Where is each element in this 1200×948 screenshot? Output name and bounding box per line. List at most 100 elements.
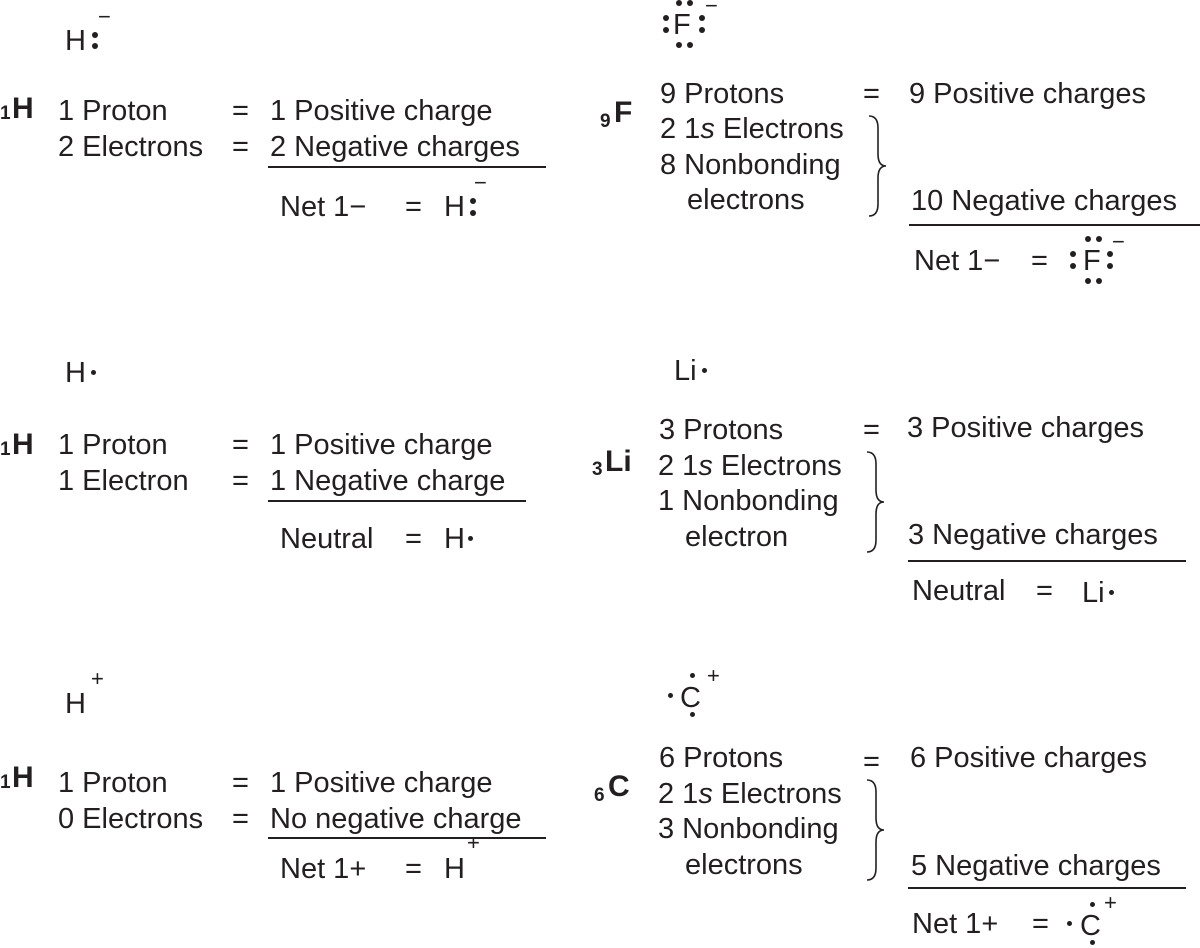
electron-dot <box>92 32 98 38</box>
electron-dot <box>663 27 669 33</box>
electron-dot <box>699 27 705 33</box>
positive-charge: 1 Positive charge <box>270 429 493 461</box>
electron-dot <box>676 42 682 48</box>
atomic-number: 3 <box>592 459 603 480</box>
equals-sign: = <box>405 191 422 223</box>
positive-charge: 3 Positive charges <box>907 412 1144 444</box>
equals-sign: = <box>863 78 880 110</box>
electron-dot <box>1070 251 1076 257</box>
result-symbol: Li <box>1082 577 1105 609</box>
electron-dot <box>470 198 476 204</box>
equals-sign: = <box>232 767 249 799</box>
core-electrons: 2 1s Electrons <box>660 113 844 145</box>
equals-sign: = <box>405 853 422 885</box>
element-symbol: Li <box>605 445 632 478</box>
equals-sign: = <box>232 131 249 163</box>
element-symbol: H <box>12 92 34 125</box>
symbol: H <box>65 357 86 389</box>
negative-charge: 3 Negative charges <box>908 519 1158 551</box>
electron-dot <box>668 693 673 698</box>
nonbonding-electrons-2: electron <box>685 521 789 553</box>
element-symbol: H <box>12 761 34 794</box>
proton-count: 9 Protons <box>660 78 785 110</box>
atomic-number: 1 <box>0 772 11 793</box>
charge-sign: − <box>1112 229 1125 254</box>
electron-dot <box>1067 921 1072 926</box>
negative-charge: No negative charge <box>270 803 522 835</box>
charge-sign: + <box>707 663 720 688</box>
equals-sign: = <box>232 429 249 461</box>
charge-sign: − <box>98 4 111 29</box>
equals-sign: = <box>1031 245 1048 277</box>
charge-sign: + <box>467 830 480 855</box>
electron-dot <box>91 370 96 375</box>
electron-count: 0 Electrons <box>58 803 204 835</box>
charge-sign: + <box>91 666 104 691</box>
electron-dot <box>1107 263 1113 269</box>
negative-charge: 2 Negative charges <box>270 131 520 163</box>
result-symbol: H <box>444 853 465 885</box>
atomic-number: 1 <box>0 439 11 460</box>
electron-dot <box>1107 251 1113 257</box>
electron-dot <box>1085 236 1091 242</box>
sum-line <box>268 837 546 839</box>
result-label: Neutral <box>280 523 374 555</box>
element-symbol: F <box>614 96 633 129</box>
atomic-number: 9 <box>600 111 611 132</box>
result-label: Net 1− <box>914 245 1001 277</box>
symbol: H <box>65 688 86 720</box>
positive-charge: 6 Positive charges <box>910 742 1147 774</box>
symbol: H <box>65 25 86 57</box>
curly-brace <box>866 779 885 881</box>
proton-count: 3 Protons <box>659 414 784 446</box>
proton-count: 1 Proton <box>58 767 168 799</box>
electron-dot <box>663 15 669 21</box>
electron-dot <box>702 368 707 373</box>
equals-sign: = <box>232 95 249 127</box>
electron-dot <box>690 673 695 678</box>
result-label: Neutral <box>912 575 1006 607</box>
electron-dot <box>1090 902 1095 907</box>
result-label: Net 1− <box>280 191 367 223</box>
nonbonding-electrons: 8 Nonbonding <box>660 149 841 181</box>
result-symbol: C <box>1080 910 1101 942</box>
positive-charge: 9 Positive charges <box>909 78 1146 110</box>
proton-count: 6 Protons <box>659 742 784 774</box>
electron-dot <box>468 536 473 541</box>
equals-sign: = <box>405 523 422 555</box>
charge-sign: − <box>705 0 718 18</box>
electron-dot <box>1096 278 1102 284</box>
electron-dot <box>690 712 695 717</box>
result-symbol: H <box>444 191 465 223</box>
equals-sign: = <box>1032 908 1049 940</box>
atomic-number: 1 <box>0 103 11 124</box>
electron-dot <box>1070 263 1076 269</box>
nonbonding-electrons: 1 Nonbonding <box>658 485 839 517</box>
result-symbol: H <box>444 523 465 555</box>
sum-line <box>908 560 1186 562</box>
electron-dot <box>470 210 476 216</box>
electron-dot <box>92 43 98 49</box>
electron-dot <box>687 0 693 6</box>
core-electrons: 2 1s Electrons <box>658 778 842 810</box>
result-label: Net 1+ <box>280 853 367 885</box>
curly-brace <box>866 451 885 553</box>
electron-dot <box>1096 236 1102 242</box>
negative-charge: 10 Negative charges <box>911 185 1177 217</box>
atomic-number: 6 <box>594 785 605 806</box>
symbol: Li <box>674 355 697 387</box>
equals-sign: = <box>232 803 249 835</box>
charge-sign: + <box>1104 890 1117 915</box>
equals-sign: = <box>1036 575 1053 607</box>
positive-charge: 1 Positive charge <box>270 767 493 799</box>
result-label: Net 1+ <box>912 908 999 940</box>
symbol: C <box>680 682 701 714</box>
element-symbol: H <box>12 428 34 461</box>
nonbonding-electrons: 3 Nonbonding <box>658 813 839 845</box>
symbol: F <box>673 9 691 41</box>
proton-count: 1 Proton <box>58 95 168 127</box>
electron-dot <box>687 42 693 48</box>
electron-dot <box>1090 940 1095 945</box>
electron-dot <box>699 15 705 21</box>
negative-charge: 5 Negative charges <box>911 850 1161 882</box>
